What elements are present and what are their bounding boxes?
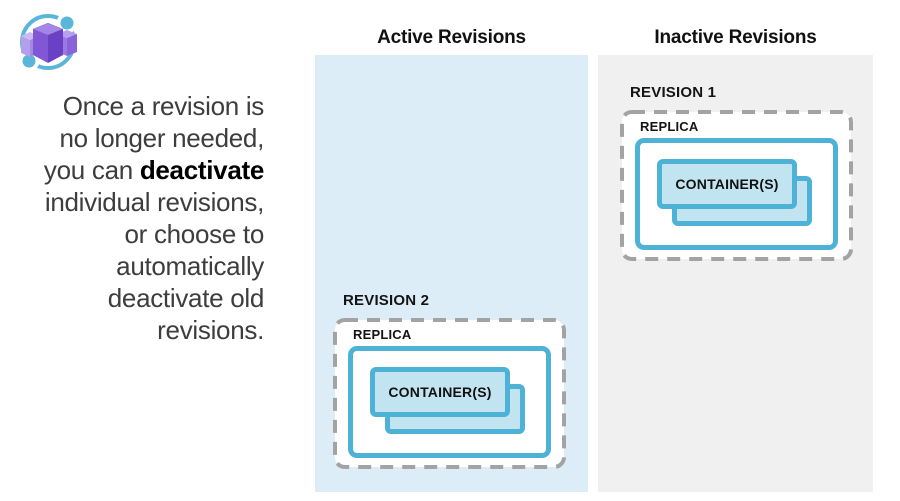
- revision-2-group: REVISION 2 REPLICA CONTAINER(S): [333, 292, 566, 469]
- revision-2-container-label: CONTAINER(S): [388, 384, 492, 400]
- intro-line: automatically: [116, 251, 264, 281]
- revision-1-label: REVISION 1: [630, 84, 717, 101]
- intro-bold-word: deactivate: [139, 155, 264, 185]
- container-apps-icon: [12, 6, 84, 78]
- active-revisions-heading: Active Revisions: [377, 27, 526, 48]
- intro-line: you can: [43, 155, 140, 185]
- inactive-revisions-heading: Inactive Revisions: [654, 27, 817, 48]
- intro-line: no longer needed,: [59, 123, 264, 153]
- revision-2-container-front: CONTAINER(S): [370, 367, 510, 417]
- revision-2-replica-boundary: REPLICA CONTAINER(S): [333, 318, 566, 469]
- revision-1-container-label: CONTAINER(S): [675, 176, 779, 192]
- intro-line: individual revisions,: [44, 187, 264, 217]
- revision-2-replica-label: REPLICA: [353, 327, 412, 342]
- revision-1-replica-label: REPLICA: [640, 119, 699, 134]
- intro-paragraph: Once a revision is no longer needed, you…: [6, 90, 264, 346]
- revision-1-group: REVISION 1 REPLICA CONTAINER(S): [620, 84, 853, 261]
- intro-line: Once a revision is: [62, 91, 265, 121]
- revision-2-replica-box: CONTAINER(S): [348, 346, 551, 458]
- intro-line: deactivate old: [107, 283, 265, 313]
- revision-1-replica-boundary: REPLICA CONTAINER(S): [620, 110, 853, 261]
- intro-line: revisions.: [157, 315, 264, 345]
- revision-1-container-front: CONTAINER(S): [657, 159, 797, 209]
- container-apps-icon-svg: [18, 12, 78, 72]
- revision-2-label: REVISION 2: [343, 292, 430, 309]
- intro-line: or choose to: [124, 219, 265, 249]
- revision-1-replica-box: CONTAINER(S): [635, 138, 838, 250]
